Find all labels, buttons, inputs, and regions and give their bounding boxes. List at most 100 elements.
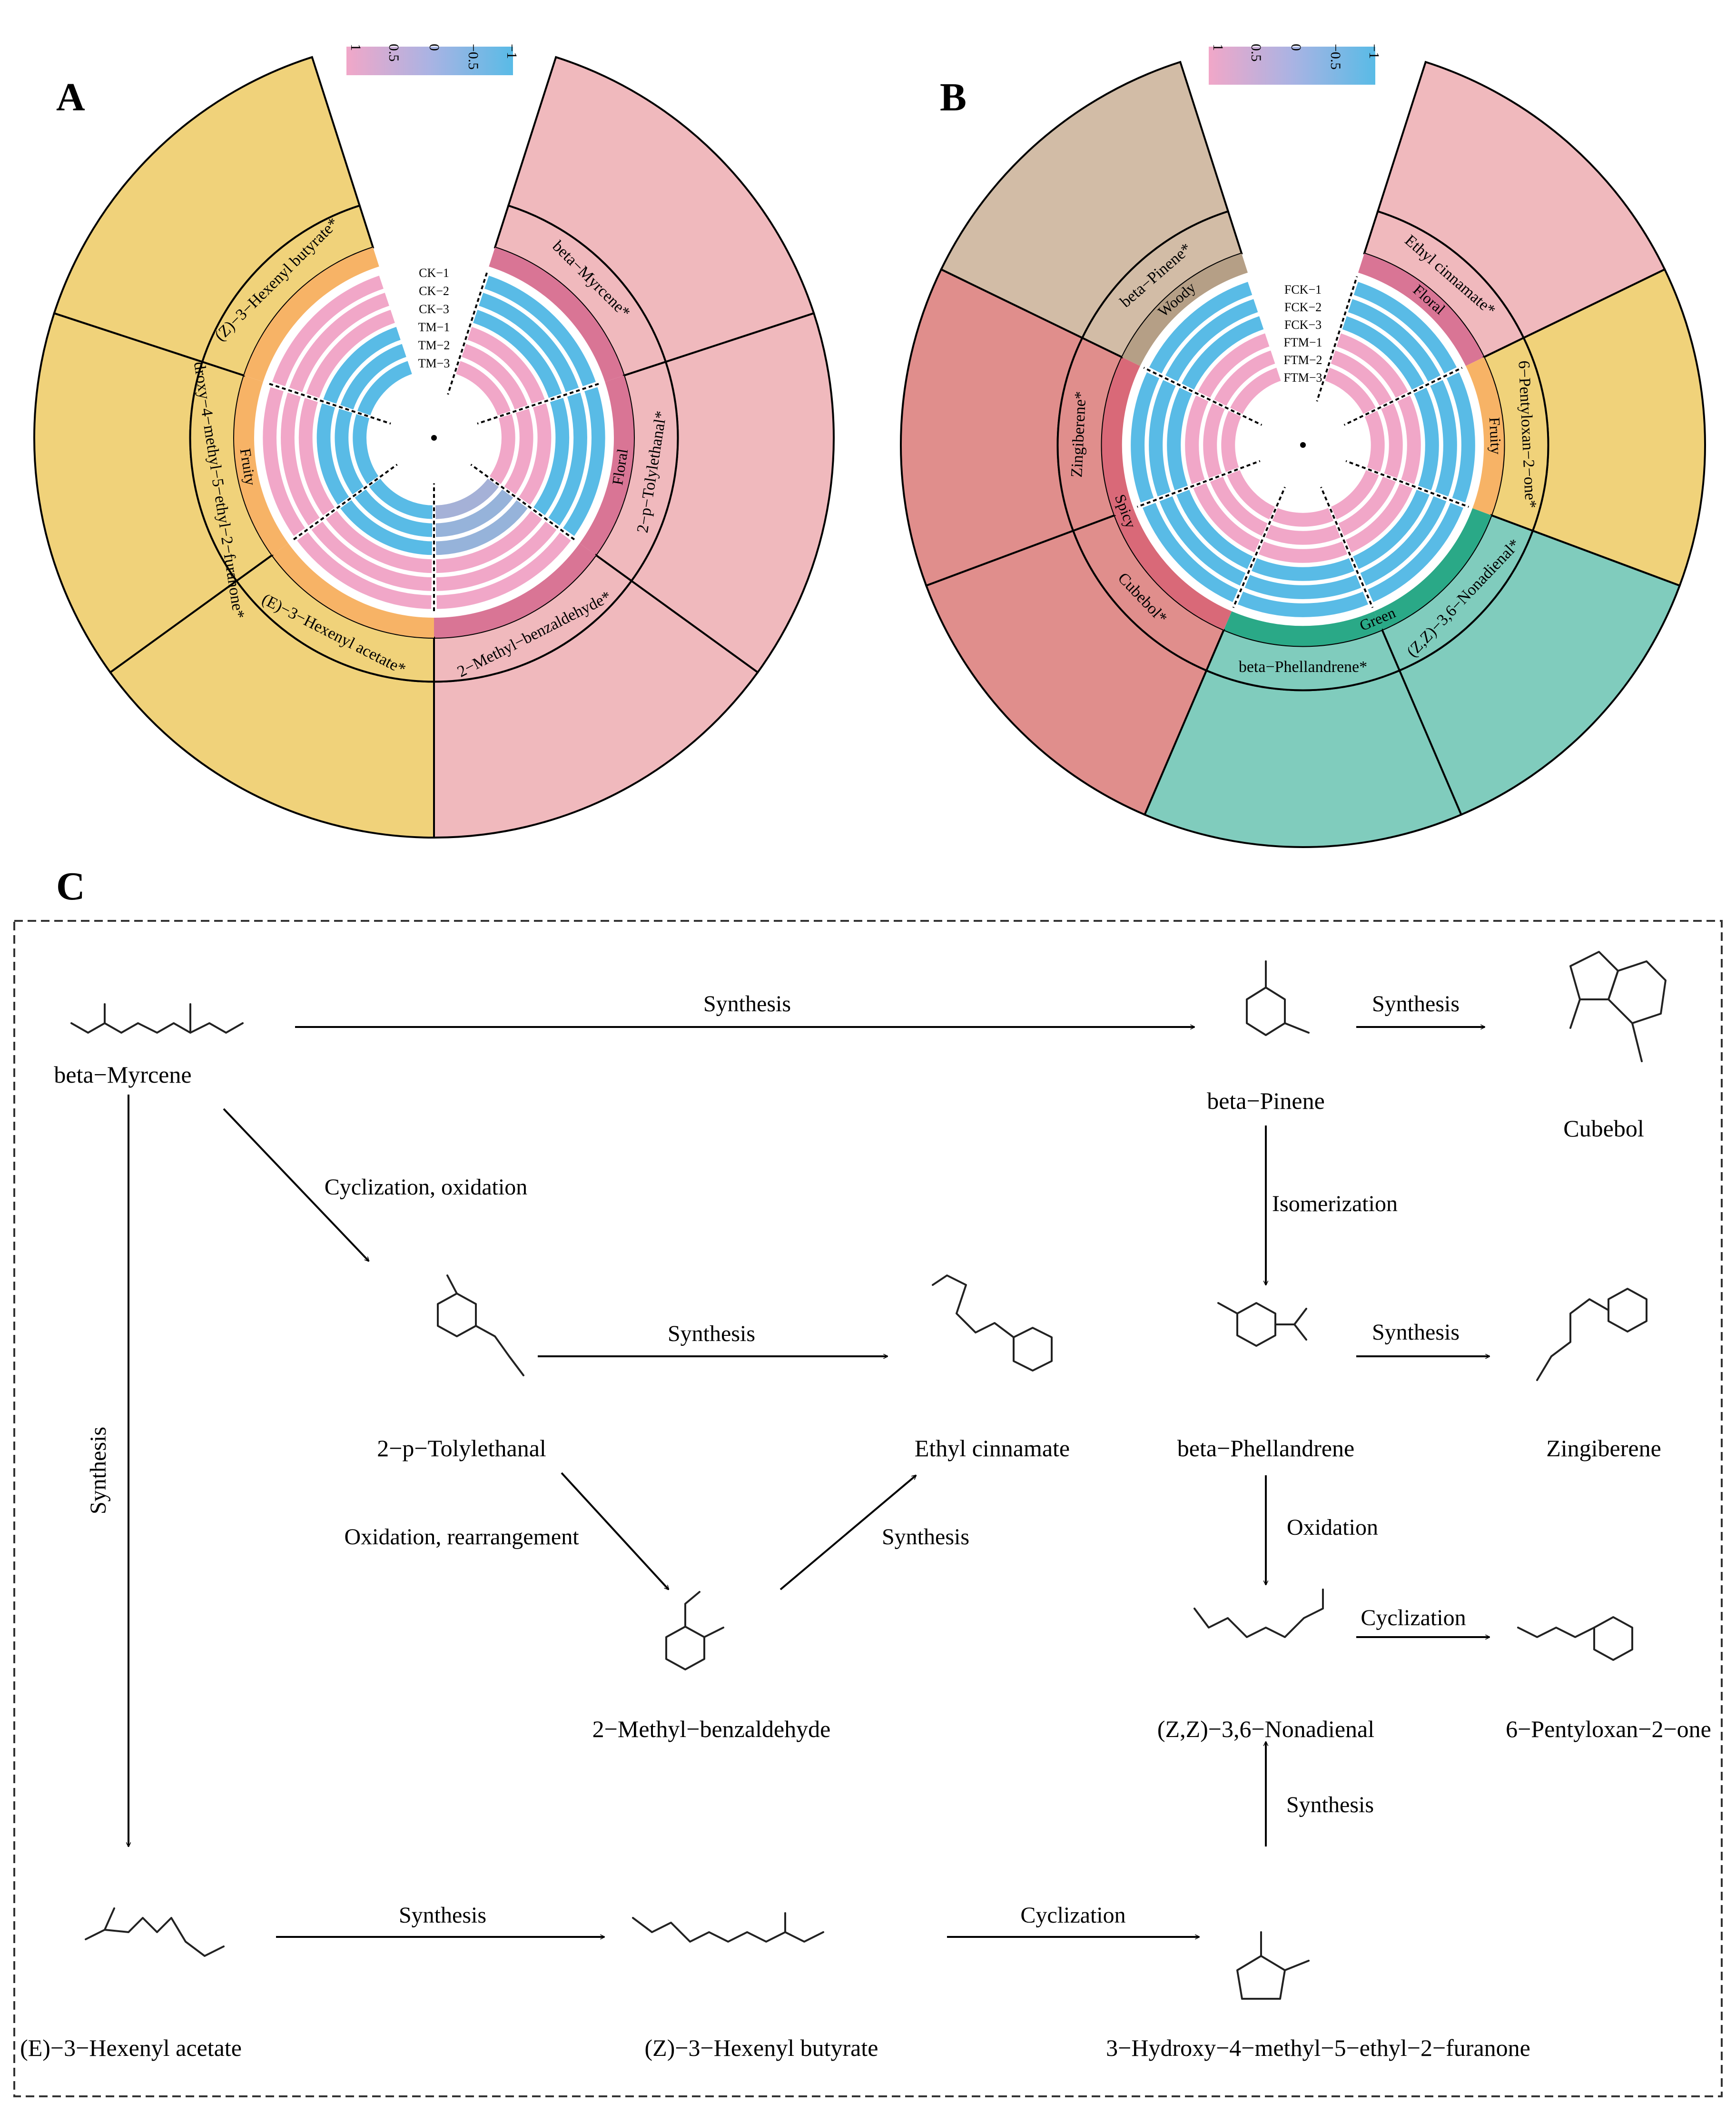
colorbar-tick: 0 bbox=[1288, 44, 1304, 51]
heatmap-cell bbox=[367, 476, 434, 521]
heatmap-cell bbox=[1157, 494, 1248, 588]
colorbar-gradient bbox=[1209, 47, 1375, 85]
heatmap-cell bbox=[465, 325, 547, 406]
heatmap-cell bbox=[355, 359, 414, 417]
sample-label: CK−3 bbox=[419, 302, 449, 316]
heatmap-cell bbox=[1202, 401, 1227, 480]
class-band bbox=[1223, 611, 1382, 646]
heatmap-cell bbox=[471, 308, 564, 400]
node-label: 2−p−Tolylethanal bbox=[377, 1435, 546, 1461]
heatmap-cell bbox=[1351, 280, 1459, 375]
edge-label: Oxidation, rearrangement bbox=[344, 1524, 579, 1550]
heatmap-cell bbox=[321, 325, 403, 406]
heatmap-cell bbox=[1180, 314, 1266, 392]
heatmap-cell bbox=[351, 412, 381, 486]
heatmap-cell bbox=[483, 274, 598, 388]
heatmap-cell bbox=[546, 391, 589, 528]
heatmap-cell bbox=[297, 396, 336, 517]
heatmap-cell bbox=[502, 407, 535, 497]
heatmap-cell bbox=[1270, 506, 1336, 528]
heatmap-cell bbox=[279, 391, 322, 528]
heatmap-cell bbox=[1184, 393, 1211, 486]
colorbar-tick: −1 bbox=[504, 44, 520, 59]
heatmap-cell bbox=[434, 519, 559, 592]
methylbenzaldehyde-structure bbox=[665, 1591, 724, 1670]
panel-c-letter: C bbox=[56, 864, 85, 908]
class-band bbox=[272, 543, 434, 638]
heatmap-cell bbox=[1208, 474, 1270, 538]
node-label: (Z,Z)−3,6−Nonadienal bbox=[1157, 1716, 1374, 1742]
heatmap-cell bbox=[1220, 409, 1243, 474]
class-band bbox=[1466, 357, 1504, 515]
heatmap-cell bbox=[304, 308, 397, 400]
heatmap-cell bbox=[434, 498, 530, 557]
heatmap-cell bbox=[1366, 501, 1465, 604]
heatmap-cell bbox=[434, 487, 515, 539]
sample-labels-b: FCK−1 FCK−2 FCK−3 FTM−1 FTM−2 FTM−3 bbox=[1283, 283, 1322, 385]
heatmap-cell bbox=[532, 396, 571, 517]
edge-label: Synthesis bbox=[703, 991, 791, 1017]
furanone-structure bbox=[1236, 1931, 1310, 2000]
heatmap-cell bbox=[1250, 556, 1356, 583]
heatmap-cell bbox=[1334, 331, 1410, 400]
heatmap-cell bbox=[1212, 348, 1277, 408]
sample-label: FCK−1 bbox=[1284, 283, 1322, 296]
heatmap-cell bbox=[295, 530, 433, 611]
heatmap-cell bbox=[1329, 468, 1381, 522]
panel-b: B 1 0.5 0 −0.5 −1 Ethyl cinnamate*6−Pent… bbox=[900, 44, 1706, 848]
pathway-frame bbox=[13, 920, 1723, 2097]
node-label: Cubebol bbox=[1563, 1115, 1644, 1142]
heatmap-cell bbox=[1395, 393, 1422, 486]
heatmap-cell bbox=[338, 498, 434, 557]
node-label: (E)−3−Hexenyl acetate bbox=[20, 2034, 242, 2061]
sample-labels-a: CK−1 CK−2 CK−3 TM−1 TM−2 TM−3 bbox=[418, 266, 450, 370]
structures bbox=[70, 951, 1667, 2000]
class-band bbox=[234, 375, 288, 555]
center-dot bbox=[1300, 442, 1306, 448]
class-band bbox=[1374, 508, 1491, 630]
class-band bbox=[489, 247, 624, 382]
circular-heatmap-b: Ethyl cinnamate*6−Pentyloxan−2−one*(Z,Z)… bbox=[900, 60, 1706, 848]
colorbar-b: 1 0.5 0 −0.5 −1 bbox=[1209, 44, 1382, 85]
class-band bbox=[434, 543, 596, 638]
heatmap-cell bbox=[1329, 348, 1394, 408]
pentyloxanone-structure bbox=[1517, 1616, 1633, 1661]
heatmap-cell bbox=[261, 385, 307, 538]
colorbar-a-ticks: 1 0.5 0 −0.5 −1 bbox=[348, 44, 520, 69]
heatmap-cell bbox=[338, 342, 408, 412]
edge-label: Synthesis bbox=[1372, 991, 1460, 1017]
node-labels: beta−Myrcene beta−Pinene Cubebol 2−p−Tol… bbox=[20, 1061, 1711, 2061]
edge-label: Synthesis bbox=[1372, 1320, 1460, 1345]
sample-label: FTM−3 bbox=[1283, 371, 1322, 385]
edge-label: Synthesis bbox=[399, 1903, 486, 1928]
edge-label: Isomerization bbox=[1272, 1191, 1398, 1216]
center-dot bbox=[431, 435, 437, 441]
heatmap-cell bbox=[487, 412, 517, 486]
colorbar-tick: 1 bbox=[348, 44, 364, 51]
edge-label: Synthesis bbox=[668, 1321, 755, 1346]
node-label: 2−Methyl−benzaldehyde bbox=[592, 1716, 831, 1742]
colorbar-tick: 0 bbox=[426, 44, 442, 51]
class-band bbox=[1358, 253, 1484, 366]
phellandrene-structure bbox=[1217, 1302, 1307, 1347]
heatmap-cell bbox=[287, 291, 391, 394]
heatmap-cell bbox=[315, 401, 351, 507]
heatmap-cell bbox=[1343, 481, 1415, 554]
heatmap-cell bbox=[477, 291, 581, 394]
heatmap-cell bbox=[270, 274, 385, 388]
sample-label: FCK−3 bbox=[1284, 318, 1322, 332]
heatmap-cell bbox=[517, 401, 553, 507]
node-label: 6−Pentyloxan−2−one bbox=[1506, 1716, 1711, 1742]
heatmap-cell bbox=[1256, 539, 1350, 564]
pinene-structure bbox=[1246, 960, 1310, 1036]
heatmap-cell bbox=[434, 476, 501, 521]
heatmap-cell bbox=[454, 359, 513, 417]
colorbar-a: 1 0.5 0 −0.5 −1 bbox=[346, 44, 520, 75]
heatmap-cell bbox=[309, 519, 434, 592]
ethyl-cinnamate-structure bbox=[932, 1274, 1053, 1372]
sample-label: TM−2 bbox=[418, 338, 450, 352]
heatmap-cell bbox=[1323, 365, 1378, 416]
heatmap-cell bbox=[353, 487, 434, 539]
class-label: Fruity bbox=[1486, 417, 1505, 455]
